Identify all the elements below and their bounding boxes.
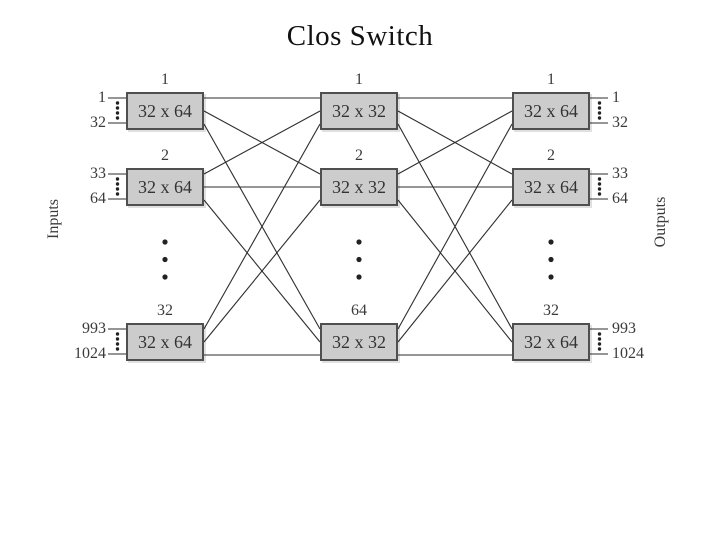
switch-size-label: 32 x 64 [524,332,578,352]
input-port-label-64: 64 [90,190,106,207]
inputs-side-label: Inputs [45,199,62,239]
input-port-label-993: 993 [82,320,106,337]
switch-size-label: 32 x 32 [332,177,386,197]
output-port-label-64: 64 [612,190,628,207]
unit-number-egress-32: 32 [543,302,559,319]
input-port-label-33: 33 [90,165,106,182]
unit-number-ingress-1: 1 [161,71,169,88]
output-port-label-32: 32 [612,114,628,131]
switch-box-ingress-2: 32 x 64 [126,168,204,206]
switch-size-label: 32 x 32 [332,101,386,121]
switch-size-label: 32 x 64 [138,332,192,352]
page-title: Clos Switch [286,20,434,52]
switch-box-middle-2: 32 x 32 [320,168,398,206]
switch-box-ingress-1: 32 x 64 [126,92,204,130]
unit-number-middle-2: 2 [355,147,363,164]
switch-size-label: 32 x 64 [524,101,578,121]
outputs-side-label: Outputs [652,196,669,248]
output-port-label-1: 1 [612,89,620,106]
output-port-label-33: 33 [612,165,628,182]
unit-number-ingress-32: 32 [157,302,173,319]
unit-number-middle-64: 64 [351,302,367,319]
switch-size-label: 32 x 64 [138,101,192,121]
output-port-label-993: 993 [612,320,636,337]
switch-size-label: 32 x 64 [138,177,192,197]
switch-size-label: 32 x 64 [524,177,578,197]
switch-box-egress-2: 32 x 64 [512,168,590,206]
switch-box-middle-64: 32 x 32 [320,323,398,361]
unit-number-egress-1: 1 [547,71,555,88]
unit-number-egress-2: 2 [547,147,555,164]
switch-size-label: 32 x 32 [332,332,386,352]
input-port-label-1: 1 [98,89,106,106]
unit-number-ingress-2: 2 [161,147,169,164]
switch-box-egress-32: 32 x 64 [512,323,590,361]
switch-box-egress-1: 32 x 64 [512,92,590,130]
input-port-label-1024: 1024 [74,345,106,362]
unit-number-middle-1: 1 [355,71,363,88]
output-port-label-1024: 1024 [612,345,644,362]
switch-box-middle-1: 32 x 32 [320,92,398,130]
input-port-label-32: 32 [90,114,106,131]
switch-box-ingress-32: 32 x 64 [126,323,204,361]
